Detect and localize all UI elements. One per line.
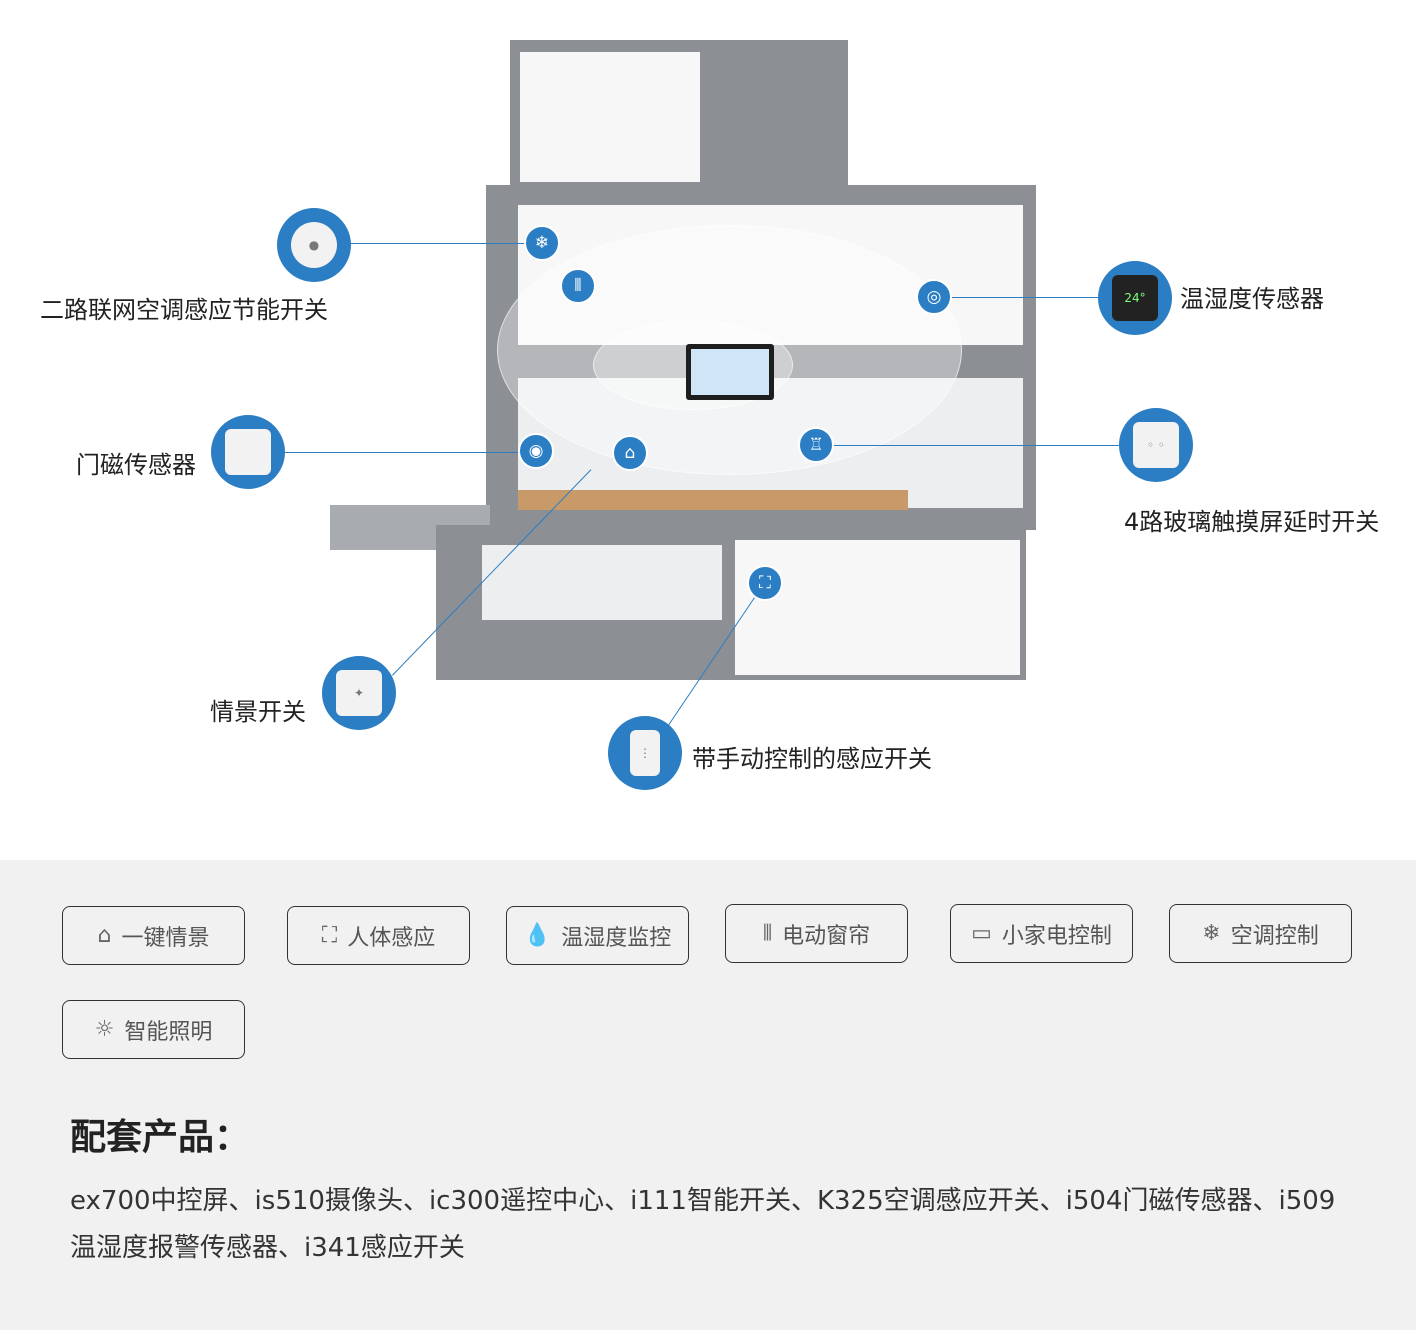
motion-icon[interactable]: ⛶ <box>747 565 783 601</box>
control-screen <box>686 344 774 400</box>
device-label: 情景开关 <box>210 698 306 726</box>
products-title: 配套产品： <box>70 1117 251 1158</box>
feature-curtain[interactable]: ⫴ 电动窗帘 <box>725 904 908 963</box>
features-panel: ⌂ 一键情景 ⛶ 人体感应 💧 温湿度监控 ⫴ 电动窗帘 ▭ 小家电控制 ❄ 空调控制 ☼ 智… <box>0 860 1416 1330</box>
roof-room <box>520 52 700 182</box>
basement-room <box>735 540 1020 675</box>
device-label: 带手动控制的感应开关 <box>692 745 932 773</box>
air-conditioner-icon[interactable]: ❄ <box>524 225 560 261</box>
garage <box>482 545 722 620</box>
appliance-icon: ▭ <box>971 921 992 946</box>
feature-humidity[interactable]: 💧 温湿度监控 <box>506 906 689 965</box>
house-diagram: ❄ ⫴ ◎ ◉ ⌂ ♖ ⛶ ● 二路联网空调感应节能开关 24° 温湿度传感器 … <box>40 40 1380 790</box>
thermostat-icon[interactable]: 24° <box>1098 261 1172 335</box>
door-sensor-icon[interactable] <box>211 415 285 489</box>
home-icon: ⌂ <box>97 923 112 948</box>
scene-switch-icon[interactable]: ✦ <box>322 656 396 730</box>
feature-label: 温湿度监控 <box>561 925 672 951</box>
motion-sensor-icon[interactable]: ● <box>277 208 351 282</box>
manual-sensor-switch-icon[interactable]: ⋮ <box>608 716 682 790</box>
products-list: ex700中控屏、is510摄像头、ic300遥控中心、i111智能开关、K32… <box>70 1186 1336 1263</box>
feature-label: 空调控制 <box>1230 923 1319 949</box>
droplet-icon: 💧 <box>523 923 552 948</box>
device-label: 二路联网空调感应节能开关 <box>40 296 328 324</box>
feature-label: 一键情景 <box>121 925 210 951</box>
home-icon[interactable]: ⌂ <box>612 435 648 471</box>
feature-lighting[interactable]: ☼ 智能照明 <box>62 1000 245 1059</box>
feature-motion[interactable]: ⛶ 人体感应 <box>287 906 470 965</box>
feature-ac[interactable]: ❄ 空调控制 <box>1169 904 1352 963</box>
device-label: 4路玻璃触摸屏延时开关 <box>1124 508 1380 536</box>
feature-label: 人体感应 <box>347 925 436 951</box>
feature-label: 小家电控制 <box>1001 923 1112 949</box>
feature-label: 电动窗帘 <box>782 923 871 949</box>
connector-line <box>951 297 1101 298</box>
connector-line <box>834 445 1119 446</box>
connector-line <box>350 243 525 244</box>
curtain-icon[interactable]: ⫴ <box>560 268 596 304</box>
air-conditioner-icon: ❄ <box>1202 921 1221 946</box>
device-label: 温湿度传感器 <box>1180 285 1324 313</box>
motion-icon: ⛶ <box>321 923 338 948</box>
touch-switch-icon[interactable]: ◦ ◦ <box>1119 408 1193 482</box>
feature-label: 智能照明 <box>124 1019 213 1045</box>
humidity-icon[interactable]: ◎ <box>916 279 952 315</box>
lamp-icon[interactable]: ♖ <box>798 427 834 463</box>
curtain-icon: ⫴ <box>762 921 773 946</box>
wood-floor <box>518 490 908 510</box>
connector-line <box>285 452 520 453</box>
device-label: 门磁传感器 <box>76 451 196 479</box>
feature-appliance[interactable]: ▭ 小家电控制 <box>950 904 1133 963</box>
feature-scene[interactable]: ⌂ 一键情景 <box>62 906 245 965</box>
bulb-icon: ☼ <box>94 1017 115 1042</box>
alarm-icon[interactable]: ◉ <box>518 433 554 469</box>
